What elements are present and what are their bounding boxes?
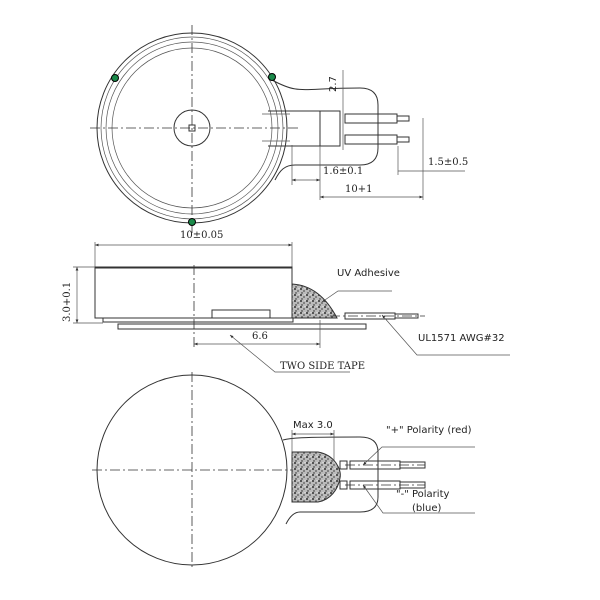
top-view: 2.7 1.6±0.1 1.5±0.5 10+1: [90, 25, 468, 235]
label-wire-spec: UL1571 AWG#32: [418, 333, 505, 344]
two-side-tape: [117, 323, 367, 330]
dim-height: 3.0+0.1: [62, 282, 73, 322]
wire-positive: [349, 460, 401, 470]
dim-lead-offset: 2.7: [328, 76, 339, 92]
label-negative-polarity: "-" Polarity: [396, 489, 449, 500]
wire-negative: [344, 134, 398, 145]
uv-adhesive: [291, 283, 338, 319]
base-plate: [102, 317, 294, 323]
marker-dot: [268, 73, 276, 81]
marker-dot: [111, 74, 119, 82]
dim-pad-width: 1.6±0.1: [323, 166, 363, 177]
bottom-view: Max 3.0 "+" Polarity (red) "-" Polarity …: [92, 372, 475, 570]
side-view: 10±0.05 3.0+0.1 6.6 UV Adhesive UL1571 A…: [62, 230, 510, 373]
flex-tab-outline: [271, 79, 379, 181]
wire-negative: [349, 480, 401, 490]
dim-max-adhesive: Max 3.0: [293, 420, 333, 431]
dim-wire-strip: 1.5±0.5: [428, 157, 468, 168]
label-two-side-tape: TWO SIDE TAPE: [280, 361, 365, 372]
wire-positive-strip: [396, 115, 410, 122]
dim-diameter: 10±0.05: [180, 230, 223, 241]
wire-positive: [344, 113, 398, 124]
marker-dot: [188, 218, 196, 226]
wire-negative-strip: [396, 136, 410, 143]
label-negative-color: (blue): [412, 503, 442, 514]
dim-wire-length: 10+1: [345, 184, 372, 195]
flex-tab-outline: [282, 436, 379, 525]
label-positive-polarity: "+" Polarity (red): [386, 425, 472, 436]
body-step: [211, 309, 271, 318]
label-uv-adhesive: UV Adhesive: [337, 268, 400, 279]
uv-adhesive-bottom: [291, 451, 341, 503]
dim-tape: 6.6: [252, 331, 268, 342]
solder-pad: [319, 110, 341, 147]
wire-strip: [394, 313, 419, 319]
